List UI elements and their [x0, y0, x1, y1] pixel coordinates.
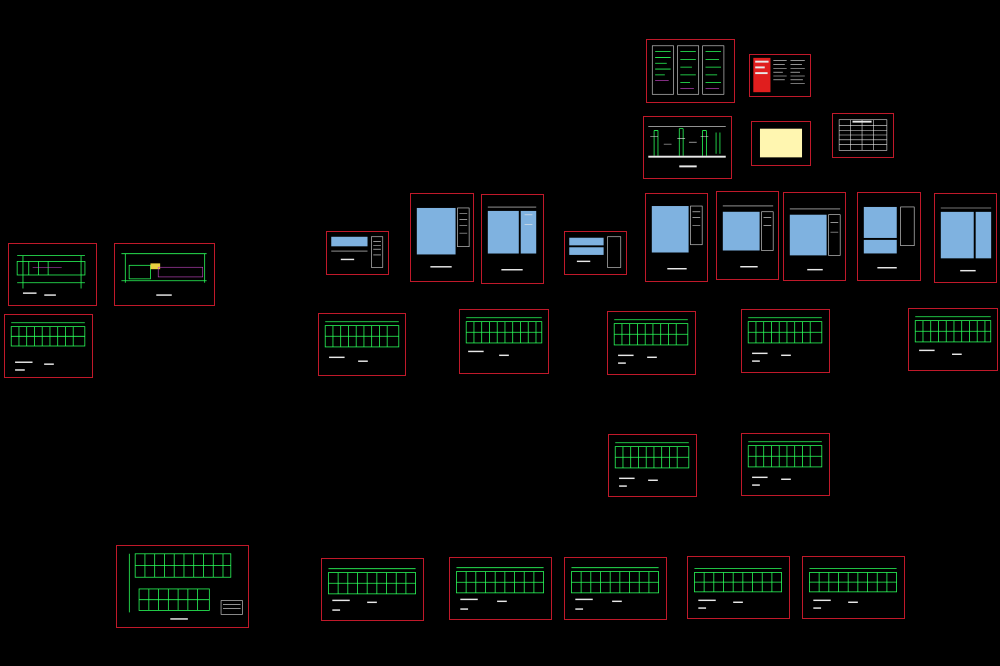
- sheet-graphic: [863, 206, 915, 269]
- sheet-graphic: [571, 567, 659, 610]
- drawing-sheet-text-panel[interactable]: [716, 191, 779, 280]
- sheet-graphic: [747, 441, 823, 486]
- sheet-graphic: [651, 45, 725, 95]
- sheet-graphic: [747, 317, 823, 362]
- sheet-graphic: [789, 208, 841, 271]
- sheet-graphic: [328, 568, 416, 611]
- drawing-sheet-cover-index[interactable]: [646, 39, 735, 103]
- drawing-sheet-floor-plan[interactable]: [741, 433, 830, 496]
- drawing-sheet-site-plan[interactable]: [8, 243, 97, 306]
- drawing-sheet-material-table[interactable]: [832, 113, 894, 158]
- drawing-sheet-text-panel[interactable]: [857, 192, 921, 281]
- drawing-sheet-blank[interactable]: [751, 121, 811, 166]
- sheet-graphic: [838, 119, 888, 151]
- sheet-graphic: [613, 319, 689, 364]
- sheet-graphic: [722, 205, 774, 268]
- drawing-sheet-elevation[interactable]: [449, 557, 552, 620]
- sheet-graphic: [121, 253, 207, 296]
- drawing-sheet-floor-plan[interactable]: [608, 434, 697, 497]
- sheet-graphic: [487, 206, 537, 271]
- drawing-sheet-text-panel[interactable]: [481, 194, 544, 284]
- sheet-graphic: [331, 236, 384, 268]
- drawing-sheet-site-plan[interactable]: [114, 243, 215, 306]
- drawing-sheet-text-panel[interactable]: [783, 192, 846, 281]
- drawing-sheet-text-panel[interactable]: [934, 193, 997, 283]
- drawing-sheet-floor-plan[interactable]: [318, 313, 406, 376]
- sheet-graphic: [128, 553, 243, 620]
- sheet-graphic: [10, 322, 86, 371]
- drawing-sheet-floor-plan[interactable]: [607, 311, 696, 375]
- sheet-graphic: [648, 126, 726, 168]
- sheet-graphic: [465, 317, 543, 357]
- drawing-sheet-text-panel[interactable]: [410, 193, 474, 282]
- drawing-sheet-floor-plan[interactable]: [459, 309, 549, 374]
- sheet-graphic: [324, 321, 400, 362]
- drawing-sheet-elevation[interactable]: [687, 556, 790, 619]
- sheet-graphic: [456, 567, 544, 610]
- sheet-graphic: [416, 207, 470, 268]
- drawing-sheet-floor-plan[interactable]: [741, 309, 830, 373]
- sheet-graphic: [759, 128, 803, 158]
- drawing-sheet-details[interactable]: [643, 116, 732, 179]
- sheet-graphic: [694, 568, 782, 609]
- sheet-graphic: [914, 316, 992, 355]
- drawing-sheet-text-panel[interactable]: [564, 231, 627, 275]
- drawing-sheet-elevation[interactable]: [802, 556, 905, 619]
- drawing-sheet-elevation[interactable]: [564, 557, 667, 620]
- drawing-sheet-elevation[interactable]: [321, 558, 424, 621]
- drawing-sheet-floor-plan[interactable]: [908, 308, 998, 371]
- sheet-graphic: [809, 568, 897, 609]
- sheet-graphic: [651, 205, 703, 270]
- sheet-graphic: [569, 236, 622, 268]
- sheet-graphic: [753, 57, 805, 93]
- drawing-sheet-floor-plan[interactable]: [4, 314, 93, 378]
- drawing-sheet-text-panel[interactable]: [326, 231, 389, 275]
- drawing-sheet-text-panel[interactable]: [645, 193, 708, 282]
- sheet-graphic: [940, 207, 992, 272]
- drawing-sheet-notes[interactable]: [749, 54, 811, 97]
- sheet-graphic: [614, 442, 690, 487]
- sheet-graphic: [16, 255, 86, 296]
- drawing-sheet-ground-plan[interactable]: [116, 545, 249, 628]
